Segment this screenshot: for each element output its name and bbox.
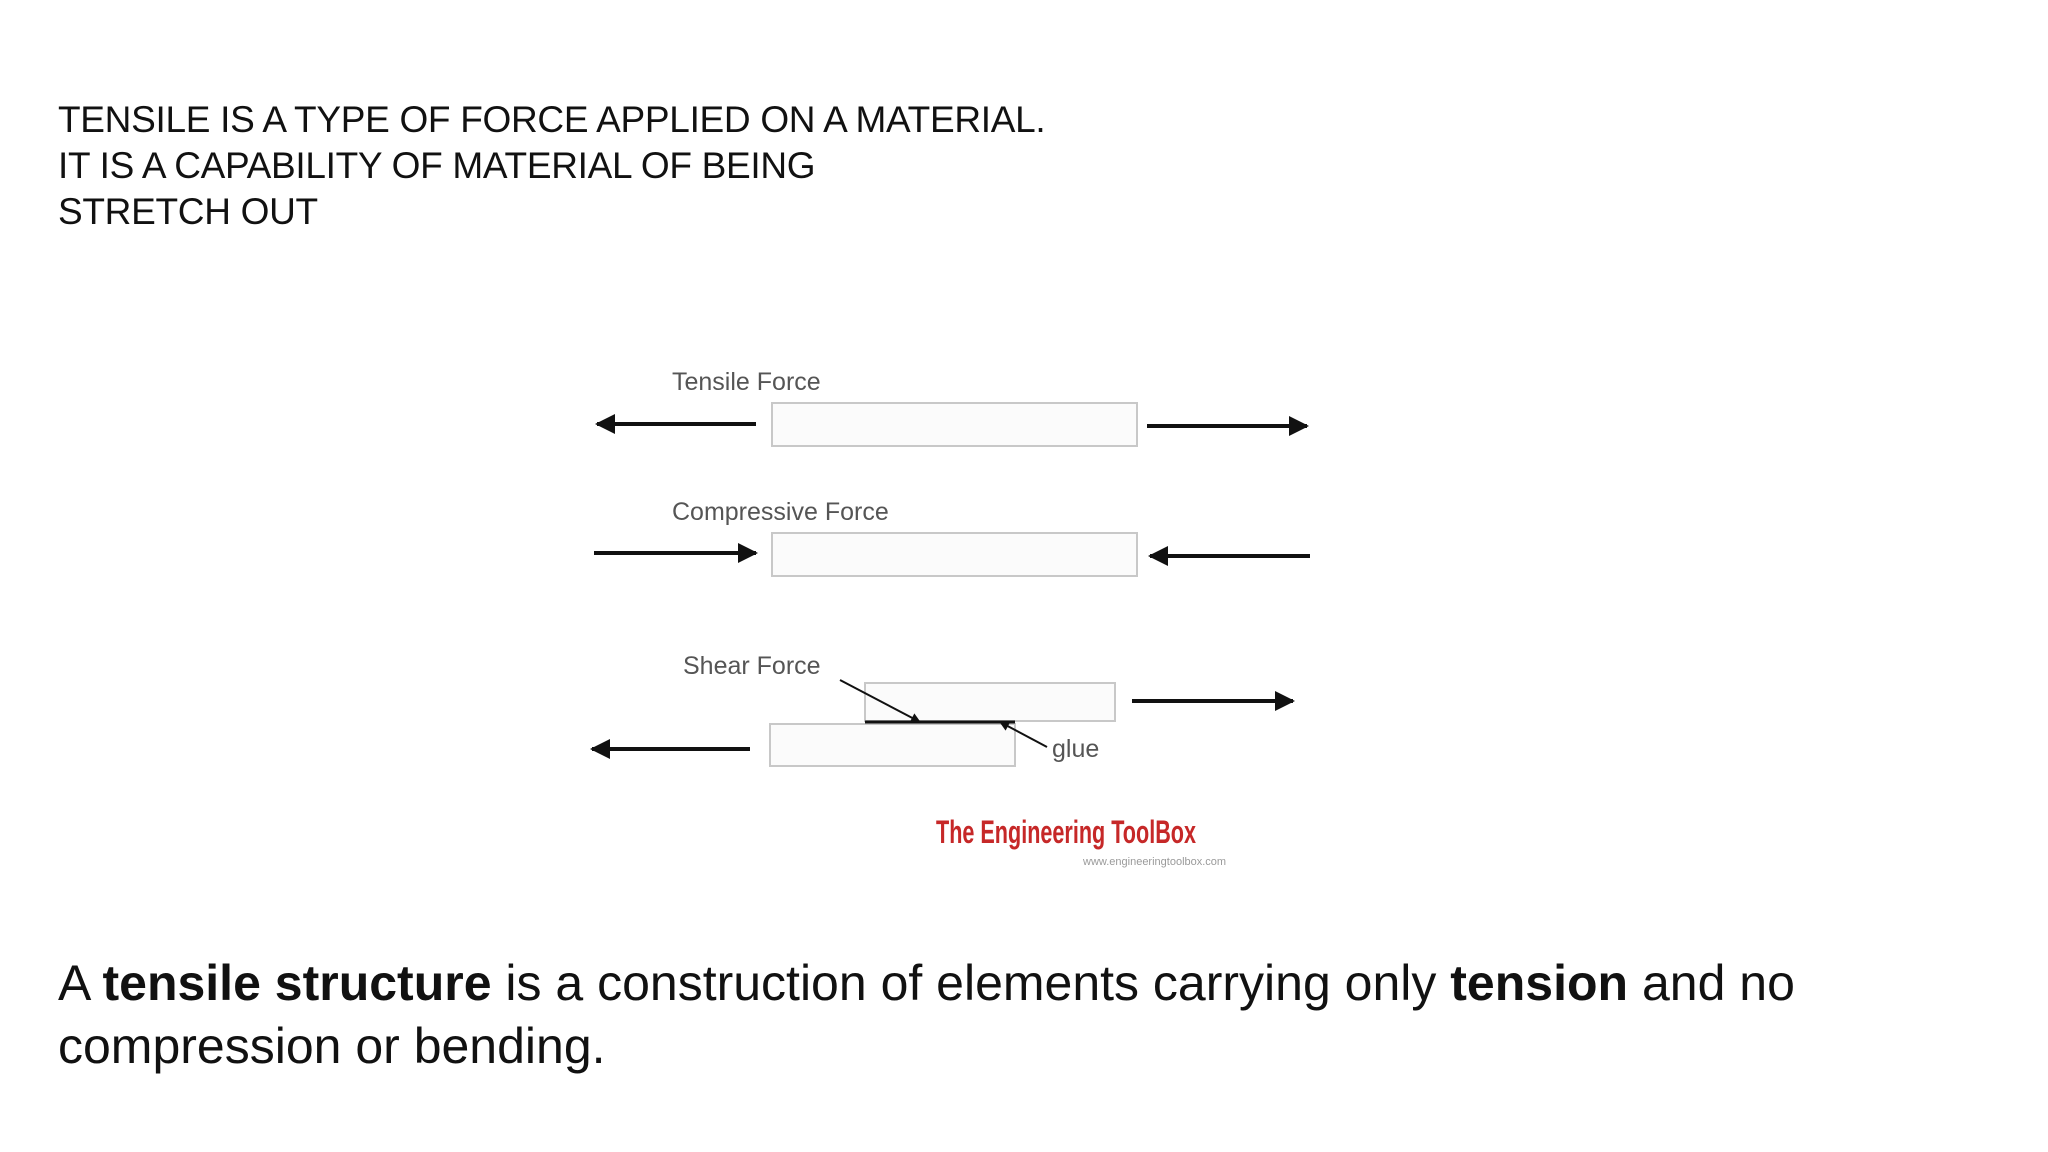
compressive-force-label: Compressive Force [672, 498, 889, 526]
force-types-diagram: Tensile Force Compressive Force Shear Fo… [590, 368, 1310, 868]
intro-line-2: IT IS A CAPABILITY OF MATERIAL OF BEING [58, 145, 816, 186]
force-types-figure: Tensile Force Compressive Force Shear Fo… [580, 360, 1340, 880]
shear-leader-line [839, 679, 921, 723]
definition-paragraph: A tensile structure is a construction of… [58, 952, 1988, 1078]
shear-lower-bar [769, 723, 1016, 767]
brand-url: www.engineeringtoolbox.com [1082, 856, 1226, 868]
compressive-bar [771, 532, 1138, 577]
definition-middle: is a construction of elements carrying o… [491, 955, 1451, 1011]
intro-line-1: TENSILE IS A TYPE OF FORCE APPLIED ON A … [58, 99, 1046, 140]
term-tension: tension [1450, 955, 1629, 1011]
shear-force-label: Shear Force [683, 652, 821, 680]
term-tensile-structure: tensile structure [102, 955, 492, 1011]
glue-leader-line [999, 721, 1048, 748]
intro-line-3: STRETCH OUT [58, 191, 318, 232]
tensile-force-label: Tensile Force [672, 368, 821, 396]
shear-upper-bar [864, 682, 1116, 722]
definition-prefix: A [58, 955, 103, 1011]
definition-suffix: and no compression or bending. [58, 955, 1795, 1074]
tensile-bar [771, 402, 1138, 447]
brand-logo-text: The Engineering ToolBox [936, 814, 1196, 850]
glue-label: glue [1052, 735, 1099, 763]
intro-text: TENSILE IS A TYPE OF FORCE APPLIED ON A … [58, 97, 1046, 235]
